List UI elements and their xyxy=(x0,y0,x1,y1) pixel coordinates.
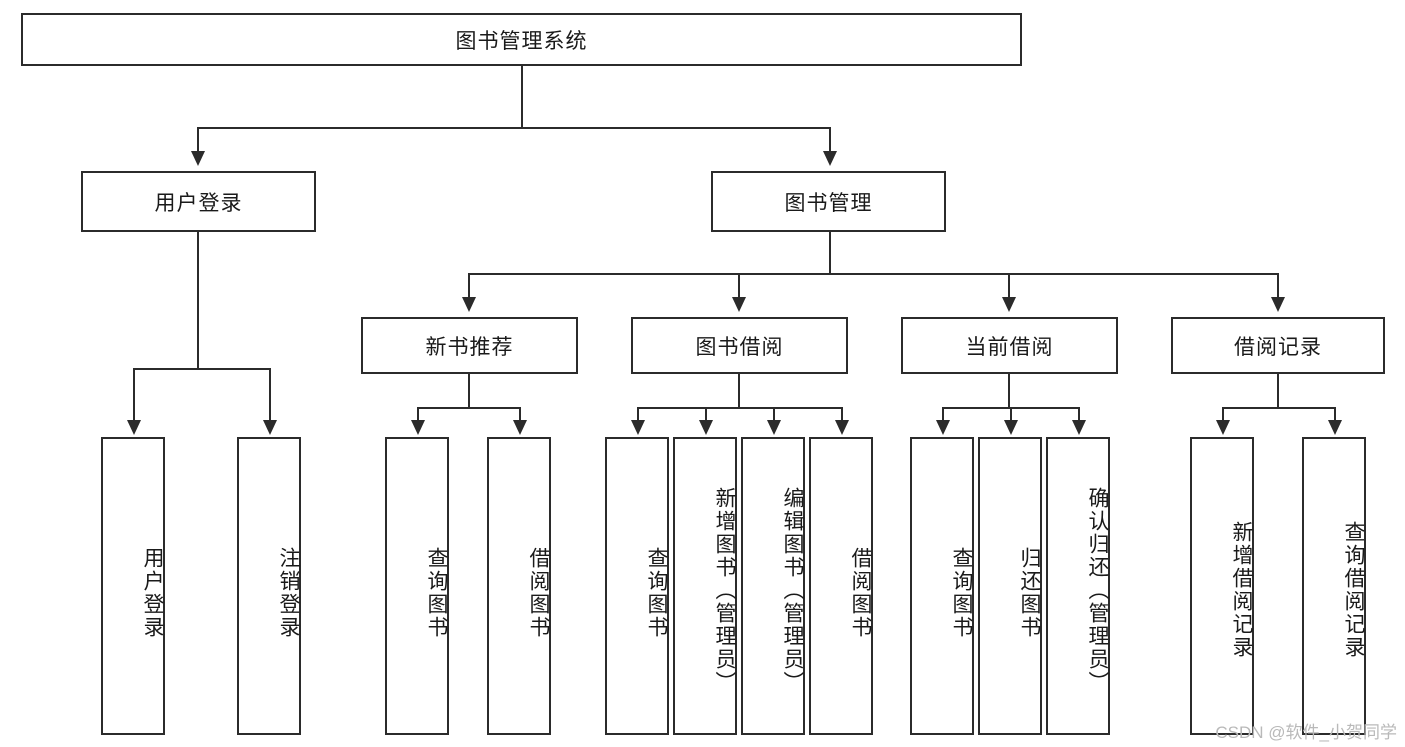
connector-borrow-record-stem xyxy=(1277,374,1279,408)
node-new-book-recommend[interactable]: 新书推荐 xyxy=(361,317,578,374)
node-leaf-return-book[interactable]: 归还图书 xyxy=(978,437,1042,735)
arrowhead-leaf-edit-book xyxy=(767,420,781,435)
node-label: 编辑图书（管理员） xyxy=(781,486,804,694)
node-leaf-logout[interactable]: 注销登录 xyxy=(237,437,301,735)
connector-root-to-user-login xyxy=(197,127,199,152)
connector-to-borrow-record xyxy=(1277,273,1279,298)
node-leaf-edit-book[interactable]: 编辑图书（管理员） xyxy=(741,437,805,735)
node-leaf-borrow-book-1[interactable]: 借阅图书 xyxy=(487,437,551,735)
node-label: 归还图书 xyxy=(1018,547,1041,639)
node-borrow-record[interactable]: 借阅记录 xyxy=(1171,317,1385,374)
connector-cb-branch-3 xyxy=(1078,407,1080,421)
connector-user-login-stem xyxy=(197,232,199,369)
node-label: 查询借阅记录 xyxy=(1342,521,1365,659)
connector-bb-branch-1 xyxy=(637,407,639,421)
arrowhead-leaf-query-book-2 xyxy=(631,420,645,435)
connector-user-login-bus xyxy=(133,368,270,370)
node-label: 用户登录 xyxy=(141,547,164,639)
node-user-login[interactable]: 用户登录 xyxy=(81,171,316,232)
connector-book-borrow-bus xyxy=(637,407,843,409)
arrowhead-leaf-add-book xyxy=(699,420,713,435)
node-leaf-user-login[interactable]: 用户登录 xyxy=(101,437,165,735)
arrowhead-leaf-logout xyxy=(263,420,277,435)
node-label: 新书推荐 xyxy=(425,335,514,359)
node-label: 查询图书 xyxy=(950,547,973,639)
node-root-book-management-system[interactable]: 图书管理系统 xyxy=(21,13,1022,66)
node-label: 查询图书 xyxy=(645,547,668,639)
connector-bb-branch-4 xyxy=(841,407,843,421)
arrowhead-book-borrow xyxy=(732,297,746,312)
connector-to-new-book-recommend xyxy=(468,273,470,298)
arrowhead-new-book-recommend xyxy=(462,297,476,312)
connector-br-branch-1 xyxy=(1222,407,1224,421)
arrowhead-leaf-return-book xyxy=(1004,420,1018,435)
node-leaf-confirm-return[interactable]: 确认归还（管理员） xyxy=(1046,437,1110,735)
arrowhead-leaf-query-book-3 xyxy=(936,420,950,435)
connector-level2-bus xyxy=(468,273,1278,275)
connector-root-to-book-management xyxy=(829,127,831,152)
node-current-borrow[interactable]: 当前借阅 xyxy=(901,317,1118,374)
connector-to-current-borrow xyxy=(1008,273,1010,298)
arrowhead-borrow-record xyxy=(1271,297,1285,312)
connector-root-bus xyxy=(197,127,831,129)
node-leaf-query-book-1[interactable]: 查询图书 xyxy=(385,437,449,735)
connector-user-login-branch-1 xyxy=(133,368,135,421)
connector-nbr-branch-1 xyxy=(417,407,419,421)
connector-new-book-recommend-stem xyxy=(468,374,470,408)
connector-new-book-recommend-bus xyxy=(417,407,520,409)
arrowhead-leaf-confirm-return xyxy=(1072,420,1086,435)
node-label: 注销登录 xyxy=(277,547,300,639)
connector-to-book-borrow xyxy=(738,273,740,298)
node-label: 借阅图书 xyxy=(849,547,872,639)
node-leaf-query-book-3[interactable]: 查询图书 xyxy=(910,437,974,735)
connector-bb-branch-3 xyxy=(773,407,775,421)
watermark-text: CSDN @软件_小贺同学 xyxy=(1215,723,1397,742)
connector-borrow-record-bus xyxy=(1222,407,1335,409)
node-label: 图书管理系统 xyxy=(455,29,588,53)
node-label: 用户登录 xyxy=(154,191,243,215)
node-leaf-query-book-2[interactable]: 查询图书 xyxy=(605,437,669,735)
connector-cb-branch-1 xyxy=(942,407,944,421)
arrowhead-leaf-borrow-book-1 xyxy=(513,420,527,435)
connector-book-management-stem xyxy=(829,232,831,274)
node-book-borrow[interactable]: 图书借阅 xyxy=(631,317,848,374)
node-label: 新增借阅记录 xyxy=(1230,521,1253,659)
node-label: 新增图书（管理员） xyxy=(713,486,736,694)
connector-book-borrow-stem xyxy=(738,374,740,408)
arrowhead-book-management xyxy=(823,151,837,166)
connector-user-login-branch-2 xyxy=(269,368,271,421)
connector-bb-branch-2 xyxy=(705,407,707,421)
node-label: 借阅图书 xyxy=(527,547,550,639)
arrowhead-leaf-borrow-book-2 xyxy=(835,420,849,435)
connector-root-stem xyxy=(521,66,523,128)
node-leaf-add-book[interactable]: 新增图书（管理员） xyxy=(673,437,737,735)
node-label: 借阅记录 xyxy=(1234,335,1322,359)
connector-cb-branch-2 xyxy=(1010,407,1012,421)
arrowhead-leaf-query-book-1 xyxy=(411,420,425,435)
node-label: 图书管理 xyxy=(784,191,873,215)
arrowhead-user-login xyxy=(191,151,205,166)
connector-br-branch-2 xyxy=(1334,407,1336,421)
node-leaf-borrow-book-2[interactable]: 借阅图书 xyxy=(809,437,873,735)
node-label: 确认归还（管理员） xyxy=(1086,486,1109,694)
arrowhead-leaf-user-login xyxy=(127,420,141,435)
node-leaf-add-record[interactable]: 新增借阅记录 xyxy=(1190,437,1254,735)
arrowhead-leaf-add-record xyxy=(1216,420,1230,435)
connector-current-borrow-stem xyxy=(1008,374,1010,408)
arrowhead-current-borrow xyxy=(1002,297,1016,312)
node-label: 查询图书 xyxy=(425,547,448,639)
node-book-management[interactable]: 图书管理 xyxy=(711,171,946,232)
arrowhead-leaf-query-record xyxy=(1328,420,1342,435)
node-leaf-query-record[interactable]: 查询借阅记录 xyxy=(1302,437,1366,735)
connector-nbr-branch-2 xyxy=(519,407,521,421)
node-label: 图书借阅 xyxy=(695,335,784,359)
node-label: 当前借阅 xyxy=(965,335,1054,359)
